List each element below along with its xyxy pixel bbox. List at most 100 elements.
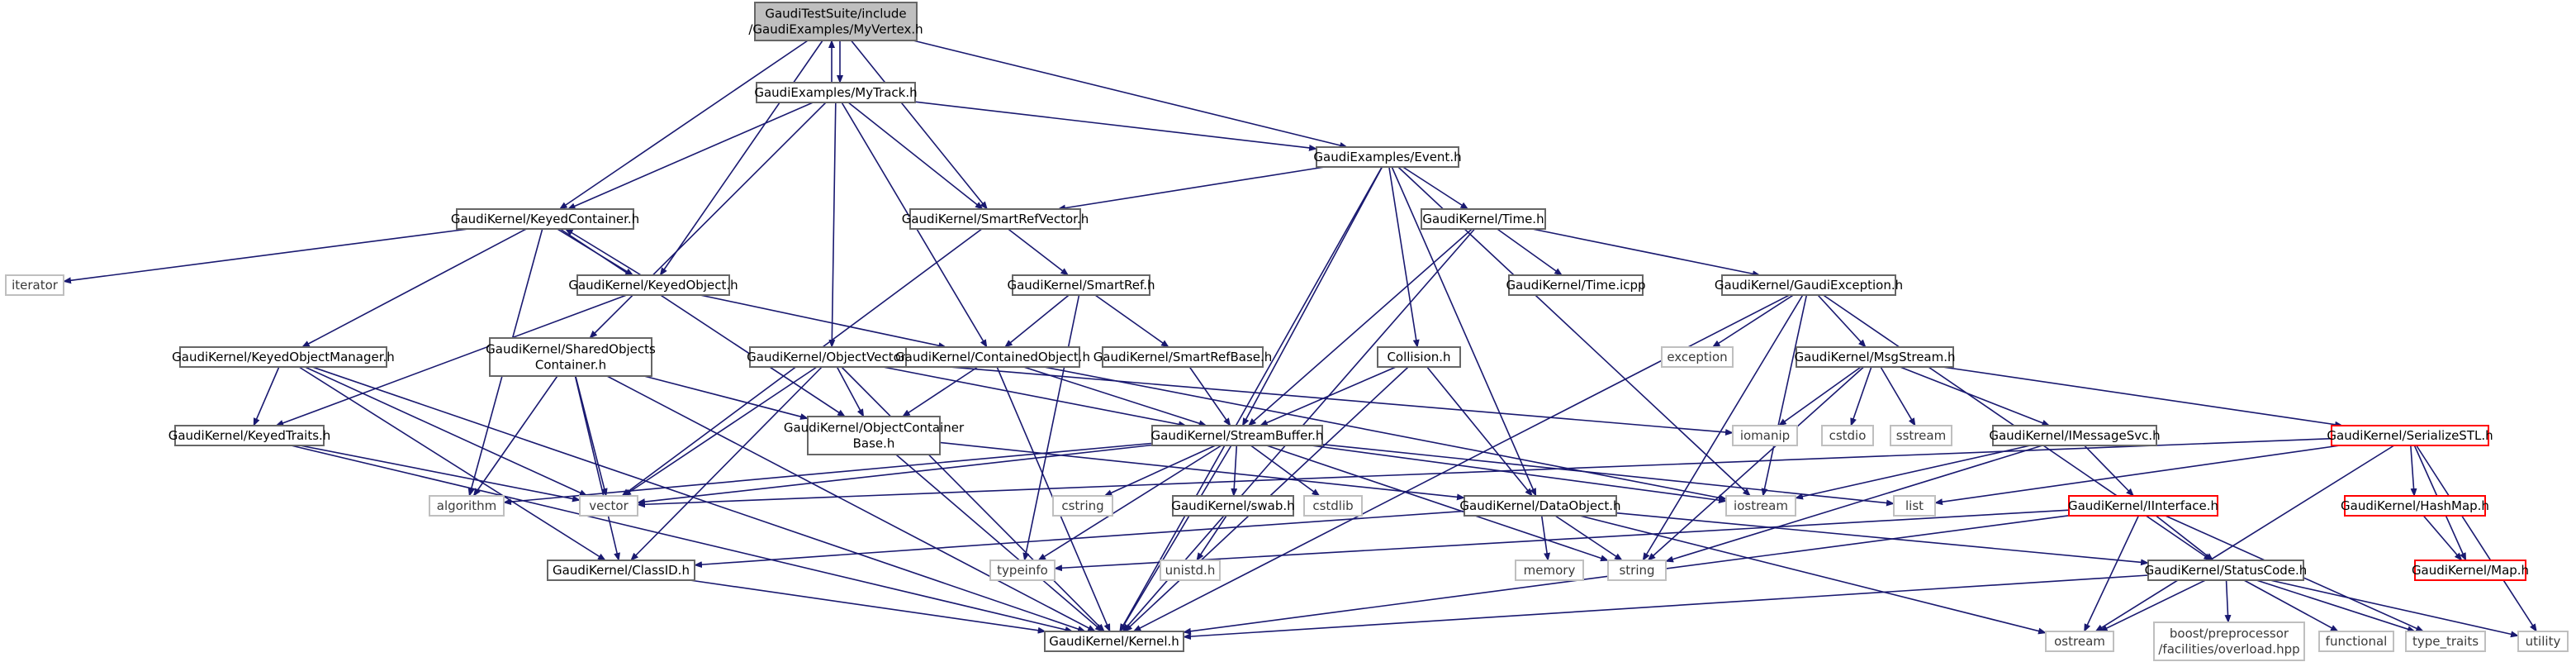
node-map[interactable]: GaudiKernel/Map.h: [2412, 560, 2529, 581]
node-myvertex[interactable]: GaudiTestSuite/include/GaudiExamples/MyV…: [748, 2, 923, 41]
node-box-typetraits: [2405, 631, 2486, 652]
node-label-unistd-0: unistd.h: [1165, 563, 1216, 578]
node-label-kernel-0: GaudiKernel/Kernel.h: [1049, 634, 1179, 649]
node-serializestl[interactable]: GaudiKernel/SerializeSTL.h: [2327, 425, 2493, 446]
edge-objectvector-to-classid: [630, 366, 823, 561]
node-label-vector-0: vector: [589, 498, 629, 513]
node-label-exception-0: exception: [1667, 350, 1727, 364]
node-unistd: unistd.h: [1160, 560, 1221, 581]
edge-streambuffer-to-algorithm: [503, 442, 1153, 506]
edge-sharedobjects-to-objectcontainerbase: [643, 375, 809, 420]
node-timeicpp[interactable]: GaudiKernel/Time.icpp: [1506, 274, 1646, 296]
edge-keyedcontainer-to-iterator: [63, 228, 469, 284]
node-label-myvertex-1: /GaudiExamples/MyVertex.h: [748, 22, 923, 37]
node-smartrefbase[interactable]: GaudiKernel/SmartRefBase.h: [1093, 346, 1273, 368]
node-msgstream[interactable]: GaudiKernel/MsgStream.h: [1794, 346, 1956, 368]
edge-iinterface-to-typeinfo: [1054, 509, 2070, 572]
node-label-iomanip-0: iomanip: [1740, 428, 1790, 443]
edge-objectvector-to-streambuffer: [882, 366, 1187, 428]
edge-imessagesvc-to-string: [1665, 445, 2043, 563]
edge-dataobject-to-classid: [694, 510, 1465, 569]
node-classid[interactable]: GaudiKernel/ClassID.h: [547, 560, 695, 581]
node-box-objectcontainerbase: [807, 416, 941, 455]
node-box-time: [1421, 208, 1546, 230]
edge-smartrefvector-to-smartref: [1008, 228, 1070, 276]
node-typeinfo: typeinfo: [989, 560, 1056, 581]
node-label-sharedobjects-0: GaudiKernel/SharedObjects: [486, 342, 656, 357]
edge-classid-to-kernel: [690, 579, 1046, 634]
node-label-gaudiexception-0: GaudiKernel/GaudiException.h: [1715, 278, 1903, 293]
edge-gaudiexception-to-string: [1642, 294, 1804, 561]
node-label-dataobject-0: GaudiKernel/DataObject.h: [1459, 498, 1620, 513]
edge-sharedobjects-to-classid: [574, 375, 620, 561]
edge-statuscode-to-kernel: [1183, 574, 2149, 641]
node-dataobject[interactable]: GaudiKernel/DataObject.h: [1459, 495, 1621, 517]
edge-event-to-smartrefvector: [1057, 166, 1326, 212]
edge-streambuffer-to-kernel: [1119, 445, 1232, 632]
edge-smartref-to-typeinfo: [1022, 294, 1080, 561]
node-containedobject[interactable]: GaudiKernel/ContainedObject.h: [895, 346, 1090, 368]
node-vector: vector: [579, 495, 638, 517]
edge-keyedtraits-to-vector: [300, 445, 581, 502]
edge-sharedobjects-to-vector: [575, 375, 608, 497]
node-box-utility: [2517, 631, 2569, 652]
edge-keyedcontainer-to-objectcontainerbase: [559, 228, 846, 417]
node-kernel[interactable]: GaudiKernel/Kernel.h: [1044, 631, 1184, 652]
node-label-keyedcontainer-0: GaudiKernel/KeyedContainer.h: [451, 212, 639, 226]
node-box-smartref: [1012, 274, 1150, 296]
edge-streambuffer-to-cstring: [1103, 445, 1216, 497]
node-functional: functional: [2318, 631, 2394, 652]
node-box-collision: [1377, 346, 1461, 368]
node-box-myvertex: [754, 2, 918, 41]
node-streambuffer[interactable]: GaudiKernel/StreamBuffer.h: [1151, 425, 1324, 446]
node-hashmap[interactable]: GaudiKernel/HashMap.h: [2341, 495, 2489, 517]
node-box-list: [1893, 495, 1936, 517]
node-label-cstring-0: cstring: [1061, 498, 1103, 513]
node-statuscode[interactable]: GaudiKernel/StatusCode.h: [2145, 560, 2308, 581]
node-label-msgstream-0: GaudiKernel/MsgStream.h: [1794, 350, 1955, 364]
node-smartrefvector[interactable]: GaudiKernel/SmartRefVector.h: [902, 208, 1089, 230]
node-keyedobject[interactable]: GaudiKernel/KeyedObject.h: [568, 274, 738, 296]
node-swab[interactable]: GaudiKernel/swab.h: [1171, 495, 1295, 517]
node-event[interactable]: GaudiExamples/Event.h: [1313, 146, 1462, 168]
node-label-time-0: GaudiKernel/Time.h: [1422, 212, 1544, 226]
node-label-keyedobject-0: GaudiKernel/KeyedObject.h: [568, 278, 738, 293]
node-keyedtraits[interactable]: GaudiKernel/KeyedTraits.h: [168, 425, 331, 446]
edge-keyedobject-to-keyedcontainer: [564, 228, 642, 276]
node-time[interactable]: GaudiKernel/Time.h: [1421, 208, 1546, 230]
node-keyedcontainer[interactable]: GaudiKernel/KeyedContainer.h: [451, 208, 639, 230]
node-list: list: [1893, 495, 1936, 517]
edge-sharedobjects-to-algorithm: [472, 375, 558, 497]
node-box-hashmap: [2344, 495, 2486, 517]
node-box-msgstream: [1796, 346, 1954, 368]
node-imessagesvc[interactable]: GaudiKernel/IMessageSvc.h: [1989, 425, 2161, 446]
node-box-string: [1607, 560, 1667, 581]
node-box-cstdio: [1821, 425, 1874, 446]
edge-statuscode-to-boostpp: [2224, 579, 2232, 623]
edge-objectvector-to-kernel: [841, 366, 1105, 632]
node-box-keyedcontainer: [456, 208, 634, 230]
node-mytrack[interactable]: GaudiExamples/MyTrack.h: [754, 82, 918, 103]
edge-event-to-collision: [1388, 166, 1420, 348]
node-exception: exception: [1661, 346, 1734, 368]
node-smartref[interactable]: GaudiKernel/SmartRef.h: [1007, 274, 1155, 296]
edge-iinterface-to-ostream: [2083, 515, 2140, 632]
node-label-serializestl-0: GaudiKernel/SerializeSTL.h: [2327, 428, 2493, 443]
node-gaudiexception[interactable]: GaudiKernel/GaudiException.h: [1715, 274, 1903, 296]
node-label-event-0: GaudiExamples/Event.h: [1313, 150, 1461, 164]
node-label-typeinfo-0: typeinfo: [997, 563, 1048, 578]
edge-statuscode-to-ostream: [2099, 579, 2206, 632]
edge-keyedcontainer-to-keyedobjectmanager: [301, 228, 527, 348]
edge-time-to-timeicpp: [1497, 228, 1563, 276]
node-label-sharedobjects-1: Container.h: [535, 358, 606, 373]
node-collision[interactable]: Collision.h: [1377, 346, 1461, 368]
edge-mytrack-to-event: [914, 101, 1317, 151]
node-label-cstdio-0: cstdio: [1829, 428, 1867, 443]
node-iinterface[interactable]: GaudiKernel/IInterface.h: [2068, 495, 2218, 517]
node-label-iterator-0: iterator: [12, 278, 59, 293]
node-objectvector[interactable]: GaudiKernel/ObjectVector.h: [747, 346, 917, 368]
node-keyedobjectmanager[interactable]: GaudiKernel/KeyedObjectManager.h: [172, 346, 395, 368]
edge-smartrefbase-to-streambuffer: [1188, 366, 1231, 426]
